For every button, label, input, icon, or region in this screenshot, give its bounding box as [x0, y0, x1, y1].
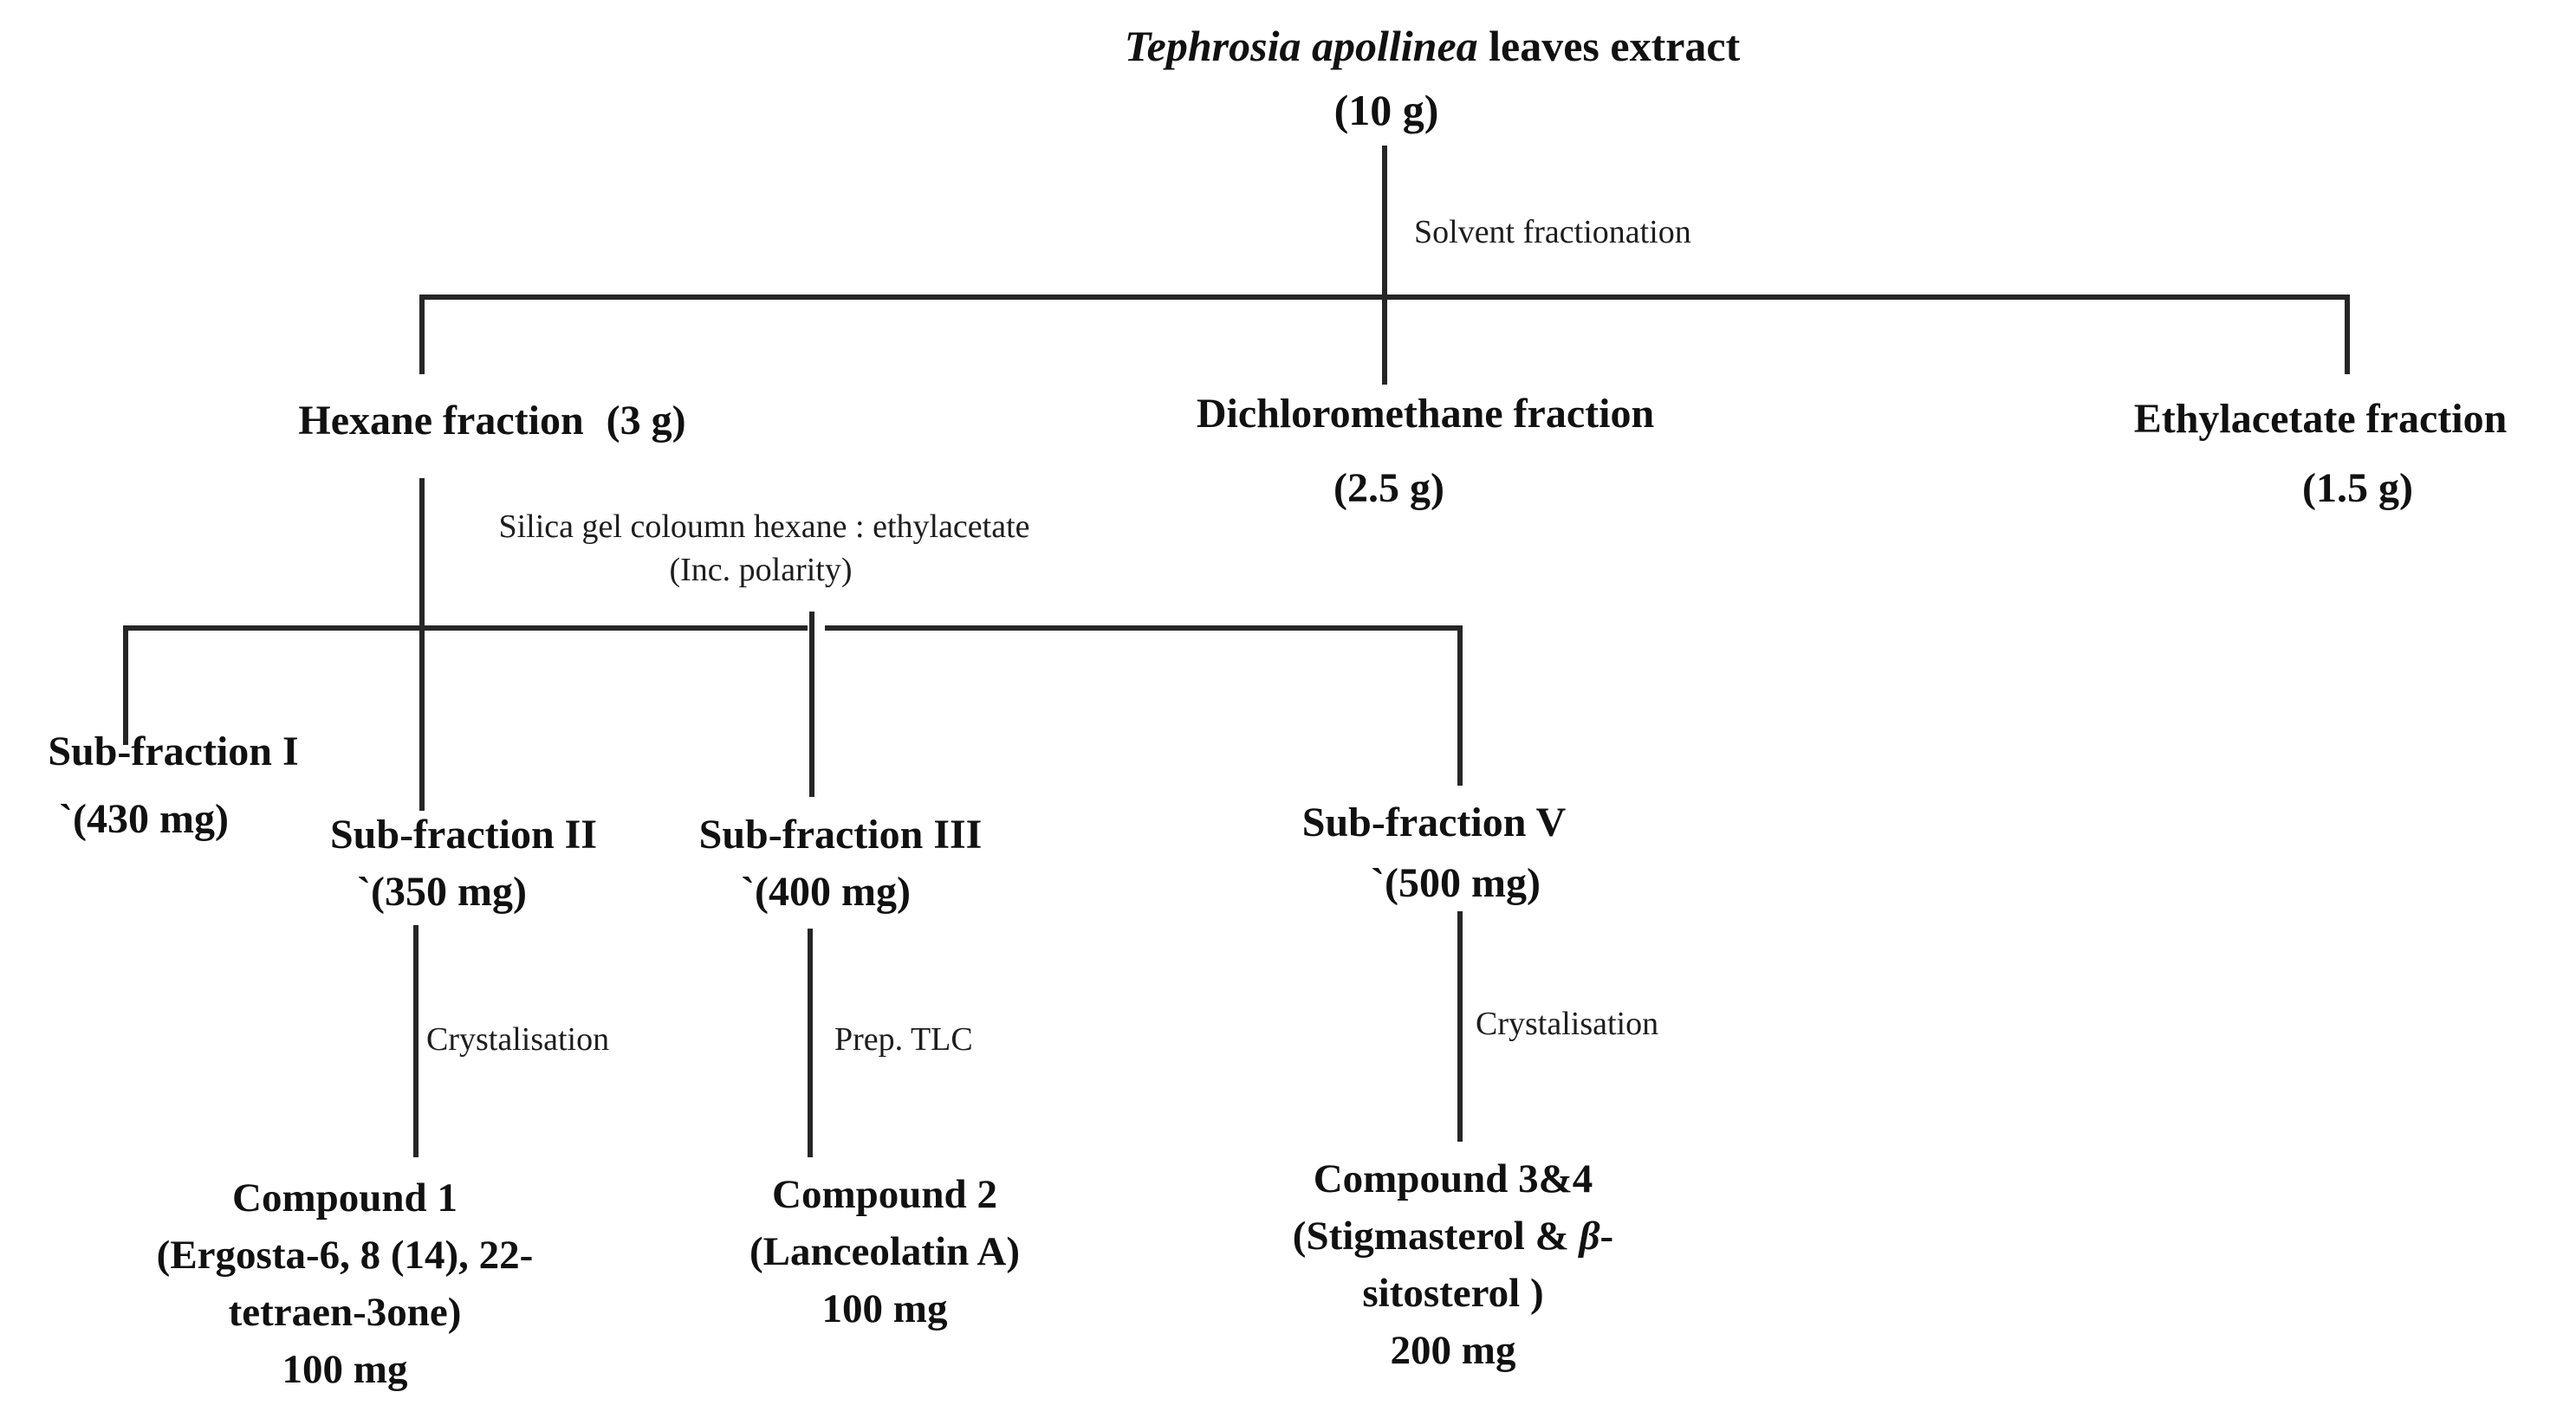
hexane-fraction-name: Hexane fraction [298, 398, 584, 444]
node-subfraction-5: Sub-fraction V [1301, 800, 1567, 845]
compound-3-4-amount: 200 mg [1390, 1328, 1516, 1373]
node-compound-1: Compound 1 (Ergosta-6, 8 (14), 22- tetra… [157, 1169, 534, 1398]
root-extract-title: Tephrosia apollinea leaves extract [1125, 23, 1741, 70]
dichloromethane-fraction-amount: (2.5 g) [1333, 465, 1444, 511]
subfraction-3-amount: `(400 mg) [741, 869, 911, 915]
node-dichloromethane-fraction: Dichloromethane fraction [1196, 391, 1655, 437]
root-species-name: Tephrosia apollinea [1124, 22, 1478, 70]
subfraction-5-amount: `(500 mg) [1371, 860, 1541, 906]
compound-3-4-name-line2: sitosterol ) [1362, 1271, 1544, 1316]
node-compound-3-4: Compound 3&4 (Stigmasterol & β- sitoster… [1293, 1150, 1613, 1379]
node-subfraction-2: Sub-fraction II [329, 812, 598, 858]
connector-level2-horizontal-right [825, 625, 1463, 631]
connector-ethylacetate-stub [2345, 295, 2350, 374]
process-prep-tlc-subIII: Prep. TLC [834, 1021, 973, 1058]
compound-1-name-line2: tetraen-3one) [228, 1290, 462, 1335]
compound-3-4-name-pre: (Stigmasterol & [1292, 1214, 1580, 1259]
subfraction-2-amount: `(350 mg) [357, 869, 527, 915]
connector-subfraction1-stub [123, 625, 128, 745]
connector-hexane-stub [419, 295, 425, 374]
node-compound-2: Compound 2 (Lanceolatin A) 100 mg [749, 1166, 1020, 1337]
connector-root-down [1382, 146, 1387, 298]
connector-level2-horizontal-left [123, 625, 808, 631]
connector-compound1-down [413, 925, 419, 1157]
compound-3-4-title: Compound 3&4 [1313, 1156, 1593, 1201]
compound-1-amount: 100 mg [282, 1347, 408, 1392]
compound-3-4-name-line1: (Stigmasterol & β- [1293, 1208, 1613, 1265]
node-subfraction-3: Sub-fraction III [698, 812, 983, 858]
compound-2-amount: 100 mg [821, 1286, 948, 1331]
node-subfraction-1: Sub-fraction I [48, 728, 299, 774]
subfraction-1-amount: `(430 mg) [59, 796, 229, 842]
ethylacetate-fraction-amount: (1.5 g) [2302, 465, 2413, 511]
process-crystallisation-subV: Crystalisation [1476, 1006, 1659, 1042]
connector-subfraction5-stub [1457, 625, 1463, 786]
compound-1-title: Compound 1 [232, 1175, 457, 1221]
root-extract-amount: (10 g) [1333, 86, 1439, 134]
root-title-rest: leaves extract [1477, 22, 1741, 70]
process-solvent-fractionation: Solvent fractionation [1414, 214, 1691, 250]
process-silica-column-line2: (Inc. polarity) [669, 552, 853, 588]
compound-2-title: Compound 2 [772, 1172, 997, 1217]
connector-dcm-stub [1382, 295, 1387, 385]
node-ethylacetate-fraction: Ethylacetate fraction [2133, 396, 2508, 442]
process-crystallisation-subII: Crystalisation [426, 1021, 610, 1058]
connector-compound2-down [808, 929, 813, 1157]
compound-3-4-name-post: - [1599, 1214, 1614, 1259]
connector-hexane-down [419, 478, 425, 811]
process-silica-column-line1: Silica gel coloumn hexane : ethylacetate [498, 508, 1030, 545]
connector-compound34-down [1457, 911, 1463, 1142]
compound-3-4-beta-symbol: β [1579, 1214, 1600, 1259]
compound-2-name-line1: (Lanceolatin A) [749, 1229, 1021, 1274]
connector-subfraction3-stub [809, 612, 814, 797]
hexane-fraction-amount: (3 g) [606, 398, 686, 444]
compound-1-name-line1: (Ergosta-6, 8 (14), 22- [156, 1233, 534, 1278]
node-hexane-fraction: Hexane fraction (3 g) [298, 398, 685, 444]
